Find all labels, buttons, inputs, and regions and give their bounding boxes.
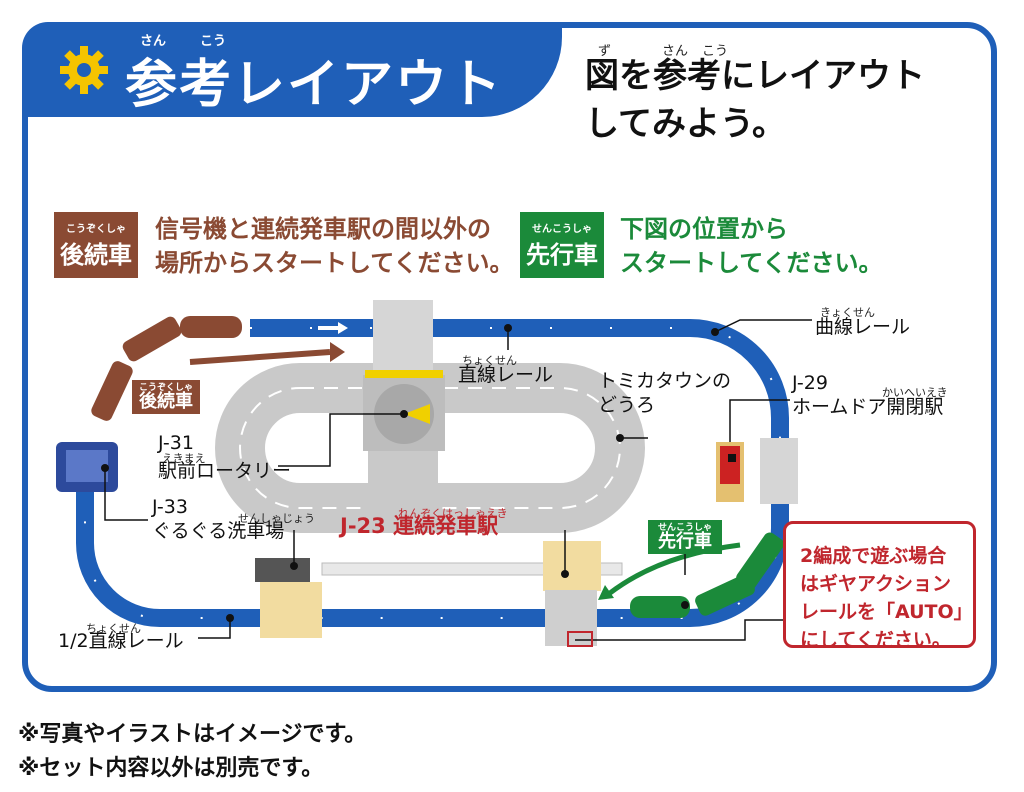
footnote-image: ※写真やイラストはイメージです。 [18,722,367,747]
j23-ruby: れんぞくはっしゃえき [398,507,508,520]
following-instruction: 信号機と連続発車駅の間以外の 場所からスタートしてください。 [155,212,514,280]
gear-icon [60,46,108,94]
leading-badge-ruby: せんこうしゃ [532,224,592,235]
j31-ruby: えきまえ [162,452,206,465]
leader-dots [101,324,719,622]
j23-label: J-23 連続発車駅 [340,514,499,538]
intro-ruby-zu: ず [598,44,612,59]
straight-rail-label: 直線レール [458,364,554,386]
note-line-2: はギヤアクション [800,573,952,595]
following-arrow [189,349,331,365]
following-tag-ruby: こうぞくしゃ [138,383,193,393]
curve-rail-ruby: きょくせん [820,306,875,319]
half-straight-label: 1/2直線レール [58,630,184,652]
leading-badge-label: 先行車 [526,241,598,269]
j29-code: J-29 [792,372,828,394]
following-train-badge: こうぞくしゃ 後続車 [54,212,138,278]
title-ruby-san: さん [140,34,167,49]
leading-instruction-line-1: 下図の位置から [620,215,788,243]
intro-line-2: してみよう。 [585,104,786,144]
j33-code: J-33 [152,496,188,518]
half-straight-ruby: ちょくせん [86,622,141,635]
title-tab [22,22,562,117]
leading-arrow-head [598,585,614,600]
track-direction-arrow-head [338,322,348,334]
j33-name: ぐるぐる洗車場 [152,520,285,542]
leading-arrow [608,542,741,595]
j29-ruby: かいへいえき [882,386,948,399]
following-instruction-line-1: 信号機と連続発車駅の間以外の [155,215,491,243]
note-line-1: 2編成で遊ぶ場合 [800,545,947,567]
j31-code: J-31 [158,432,194,454]
following-tag-label: 後続車 [139,391,193,412]
leading-instruction-line-2: スタートしてください。 [620,249,883,277]
leading-tag-label: 先行車 [658,531,712,552]
leading-train [630,532,784,618]
title-ruby-kou: こう [200,34,227,49]
straight-rail-ruby: ちょくせん [462,354,517,367]
car-wash [56,442,118,492]
continuous-departure-station [255,541,623,646]
following-badge-ruby: こうぞくしゃ [66,224,126,235]
tomica-road [214,363,646,533]
curve-rail-label: 曲線レール [815,316,911,338]
following-tag: こうぞくしゃ 後続車 [132,380,200,414]
leading-instruction: 下図の位置から スタートしてください。 [620,212,883,280]
gear-action-rail-marker [567,631,593,647]
intro-line-1: 図を参考にレイアウト [585,56,925,96]
j33-ruby: せんしゃじょう [238,512,315,525]
intro-ruby-kou: こう [702,44,729,59]
page-title: 参考レイアウト [125,55,504,115]
following-arrow-head [330,342,345,362]
leading-tag-ruby: せんこうしゃ [657,523,712,533]
footnote-sold-separately: ※セット内容以外は別売です。 [18,756,324,781]
station-rotary [363,300,445,451]
intro-text: 図を参考にレイアウト してみよう。 [585,52,925,148]
following-train [91,316,242,421]
two-trains-note: 2編成で遊ぶ場合 はギヤアクション レールを「AUTO」 にしてください。 [783,521,976,651]
j31-name: 駅前ロータリー [158,460,292,482]
tomica-road-label-1: トミカタウンの [598,370,732,392]
leading-train-badge: せんこうしゃ 先行車 [520,212,604,278]
note-line-4: にしてください。 [800,629,951,651]
tomica-road-label-2: どうろ [598,394,656,416]
following-instruction-line-2: 場所からスタートしてください。 [155,249,514,277]
blue-track [76,319,789,627]
note-line-3: レールを「AUTO」 [800,601,973,623]
intro-ruby-san: さん [662,44,689,59]
leading-tag: せんこうしゃ 先行車 [648,520,722,554]
j29-dot [728,454,736,462]
following-badge-label: 後続車 [60,241,132,269]
j29-name: ホームドア開閉駅 [792,396,944,418]
platform-door-station [716,438,798,504]
